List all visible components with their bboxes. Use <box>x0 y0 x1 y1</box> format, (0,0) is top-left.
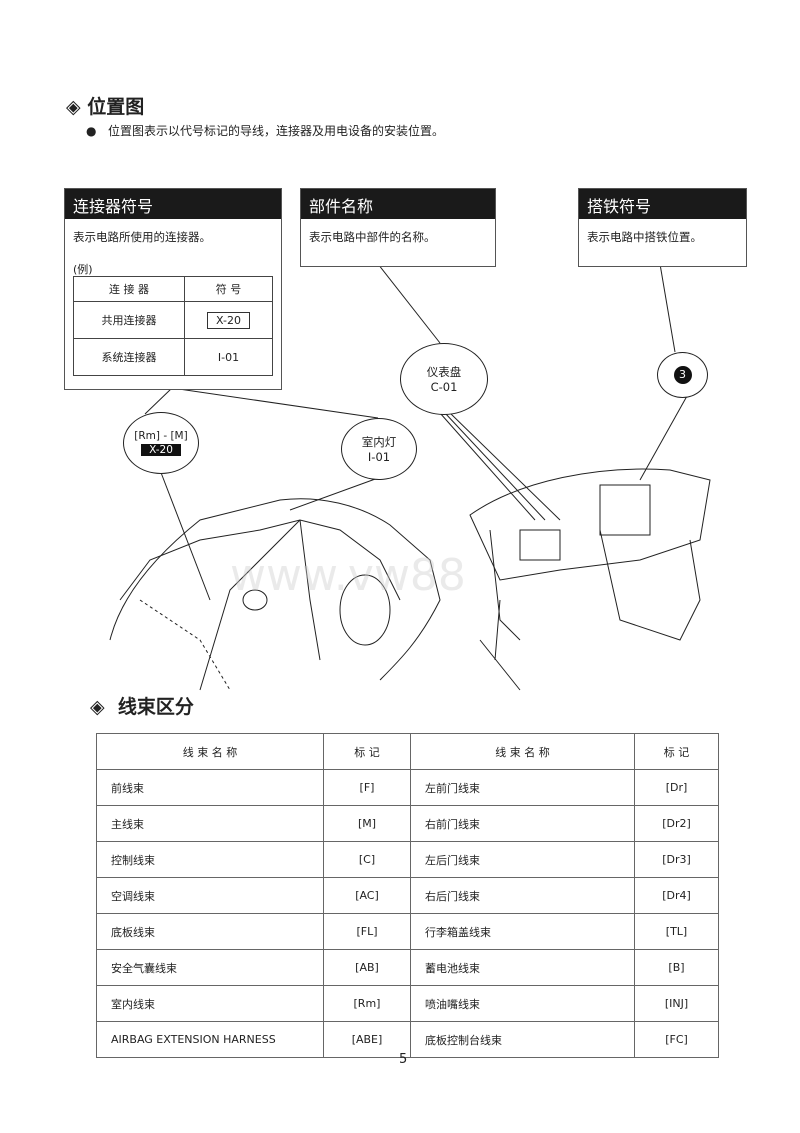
harness-mark-cell: [M] <box>323 805 411 842</box>
table-row: 室内线束[Rm]喷油嘴线束[INJ] <box>96 985 719 1022</box>
harness-name-cell: 喷油嘴线束 <box>410 985 635 1022</box>
harness-mark-cell: [TL] <box>634 913 719 950</box>
box-desc: 表示电路中搭铁位置。 <box>587 230 702 244</box>
harness-mark-cell: [Dr] <box>634 769 719 806</box>
connector-code-boxed: X-20 <box>207 311 250 329</box>
table-row: 控制线束[C]左后门线束[Dr3] <box>96 841 719 878</box>
table-header: 线 束 名 称 标 记 线 束 名 称 标 记 <box>96 733 719 770</box>
section-title-text: 线束区分 <box>117 696 194 718</box>
bullet-text: ● 位置图表示以代号标记的导线，连接器及用电设备的安装位置。 <box>86 122 444 139</box>
table-row: 主线束[M]右前门线束[Dr2] <box>96 805 719 842</box>
harness-name-cell: 左后门线束 <box>410 841 635 878</box>
page-number: 5 <box>399 1052 408 1067</box>
harness-mark-cell: [Rm] <box>323 985 411 1022</box>
ground-number-badge: 3 <box>673 366 692 384</box>
harness-name-cell: 空调线束 <box>96 877 324 914</box>
diamond-icon: ◈ <box>90 696 105 718</box>
watermark: www.vw88 <box>230 550 466 601</box>
harness-mark-cell: [Dr4] <box>634 877 719 914</box>
harness-table: 线 束 名 称 标 记 线 束 名 称 标 记 前线束[F]左前门线束[Dr]主… <box>96 733 719 1058</box>
header-cell: 连 接 器 <box>73 276 185 302</box>
section-title-harness: ◈ 线束区分 <box>90 692 194 719</box>
harness-name-cell: 室内线束 <box>96 985 324 1022</box>
callout-name: 仪表盘 <box>426 365 462 379</box>
box-title: 连接器符号 <box>65 189 281 219</box>
cell: I-01 <box>184 338 273 376</box>
harness-name-cell: 前线束 <box>96 769 324 806</box>
cell: 共用连接器 <box>73 301 185 339</box>
bullet-content: 位置图表示以代号标记的导线，连接器及用电设备的安装位置。 <box>107 124 444 138</box>
section-title-location: ◈ 位置图 <box>66 92 144 119</box>
header-cell: 线 束 名 称 <box>410 733 635 770</box>
callout-code: X-20 <box>141 444 181 456</box>
harness-mark-cell: [Dr2] <box>634 805 719 842</box>
table-row: AIRBAG EXTENSION HARNESS[ABE]底板控制台线束[FC] <box>96 1021 719 1058</box>
connector-callout: [Rm] - [M] X-20 <box>123 412 199 474</box>
part-name-box: 部件名称 表示电路中部件的名称。 <box>300 188 496 267</box>
callout-name: 室内灯 <box>361 435 397 449</box>
harness-name-cell: 控制线束 <box>96 841 324 878</box>
harness-name-cell: 右前门线束 <box>410 805 635 842</box>
section-title-text: 位置图 <box>87 96 145 118</box>
example-label: (例) <box>73 263 93 276</box>
box-title: 部件名称 <box>301 189 495 219</box>
harness-name-cell: 左前门线束 <box>410 769 635 806</box>
callout-code: C-01 <box>430 380 458 394</box>
bullet-icon: ● <box>86 124 97 138</box>
diagram-illustration: www.vw88 <box>109 263 711 691</box>
harness-name-cell: 主线束 <box>96 805 324 842</box>
table-row: 安全气囊线束[AB]蓄电池线束[B] <box>96 949 719 986</box>
harness-mark-cell: [Dr3] <box>634 841 719 878</box>
ground-callout: 3 <box>657 352 708 398</box>
table-row: 前线束[F]左前门线束[Dr] <box>96 769 719 806</box>
callout-code: I-01 <box>367 450 391 464</box>
harness-name-cell: 蓄电池线束 <box>410 949 635 986</box>
box-desc: 表示电路中部件的名称。 <box>309 230 436 244</box>
diamond-icon: ◈ <box>66 96 81 118</box>
harness-name-cell: 右后门线束 <box>410 877 635 914</box>
harness-mark-cell: [C] <box>323 841 411 878</box>
header-cell: 符 号 <box>184 276 273 302</box>
harness-mark-cell: [FC] <box>634 1021 719 1058</box>
harness-name-cell: 底板线束 <box>96 913 324 950</box>
harness-mark-cell: [B] <box>634 949 719 986</box>
connector-symbol-box: 连接器符号 表示电路所使用的连接器。 (例) 连 接 器符 号 共用连接器 X-2… <box>64 188 282 390</box>
box-desc: 表示电路所使用的连接器。 <box>73 230 211 244</box>
callout-harness: [Rm] - [M] <box>134 430 188 442</box>
header-cell: 线 束 名 称 <box>96 733 324 770</box>
header-cell: 标 记 <box>634 733 719 770</box>
harness-name-cell: 行李箱盖线束 <box>410 913 635 950</box>
harness-mark-cell: [AC] <box>323 877 411 914</box>
header-cell: 标 记 <box>323 733 411 770</box>
harness-mark-cell: [ABE] <box>323 1021 411 1058</box>
harness-mark-cell: [INJ] <box>634 985 719 1022</box>
harness-mark-cell: [F] <box>323 769 411 806</box>
cell: 系统连接器 <box>73 338 185 376</box>
harness-name-cell: 底板控制台线束 <box>410 1021 635 1058</box>
harness-name-cell: 安全气囊线束 <box>96 949 324 986</box>
harness-name-cell: AIRBAG EXTENSION HARNESS <box>96 1021 324 1058</box>
table-row: 底板线束[FL]行李箱盖线束[TL] <box>96 913 719 950</box>
harness-mark-cell: [AB] <box>323 949 411 986</box>
table-row: 空调线束[AC]右后门线束[Dr4] <box>96 877 719 914</box>
box-title: 搭铁符号 <box>579 189 746 219</box>
ground-symbol-box: 搭铁符号 表示电路中搭铁位置。 <box>578 188 747 267</box>
harness-mark-cell: [FL] <box>323 913 411 950</box>
